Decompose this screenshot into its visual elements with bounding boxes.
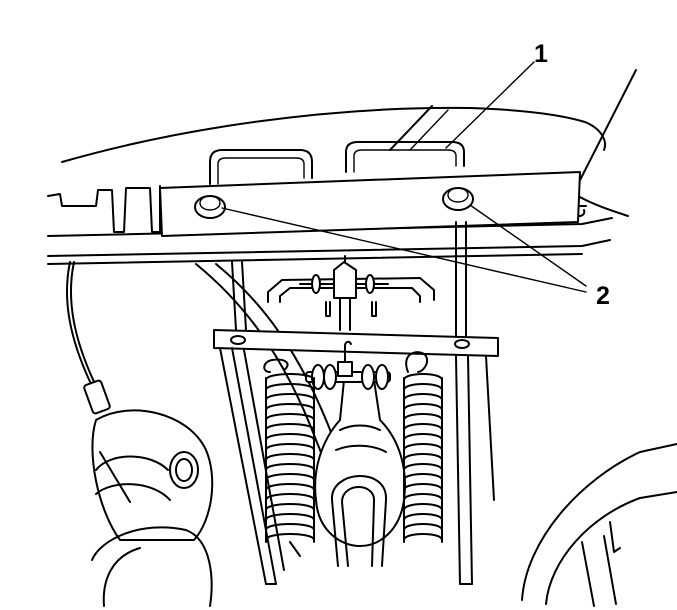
leader-lines [221, 61, 587, 293]
callout-1-label: 1 [534, 40, 548, 68]
module-lower-plate [213, 329, 499, 357]
callout-2-label: 2 [596, 282, 610, 310]
mounting-plate [159, 171, 581, 237]
module-legs [219, 347, 495, 585]
left-lower-cylinder [91, 409, 214, 607]
coil-spring-right [403, 351, 443, 543]
coil-spring-left [263, 358, 315, 557]
bolt-left [194, 195, 226, 219]
left-handle [209, 149, 313, 185]
sender-bracket [267, 255, 435, 331]
strainer-bracket [330, 475, 388, 567]
tank-edge-line [575, 69, 637, 189]
bolt-right [442, 187, 474, 211]
right-handle [345, 141, 465, 173]
guide-rods [231, 221, 467, 337]
wiring-lead [65, 261, 111, 415]
sender-arm [305, 340, 391, 390]
right-lower-cylinder [521, 443, 677, 607]
pump-body [314, 379, 406, 547]
